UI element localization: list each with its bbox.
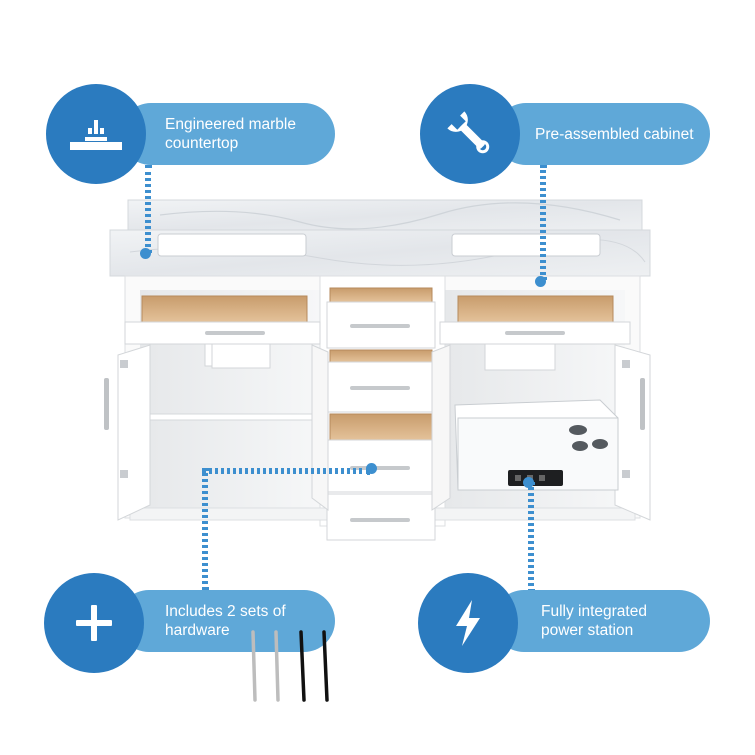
lightning-bolt-icon [456,600,480,646]
hardware-handles [251,630,329,702]
power-station [211,343,619,491]
connector-dot-cabinet [535,276,546,287]
connector-hardware-vertical [202,468,208,590]
countertop-icon [70,120,122,150]
feature-pill-hardware: Includes 2 sets of hardware [118,590,335,652]
cabinet-doors [104,344,651,521]
hardware-handle-brushed-nickel [274,630,280,702]
feature-label-hardware: Includes 2 sets of hardware [165,603,286,639]
center-drawers [326,287,436,541]
plus-icon [76,605,112,641]
wrench-icon [447,111,490,154]
feature-badge-hardware [44,573,144,673]
connector-dot-hardware [366,463,377,474]
right-open-drawer [439,295,631,371]
feature-badge-cabinet [420,84,520,184]
connector-power [528,482,534,592]
feature-pill-power: Fully integrated power station [493,590,710,652]
feature-pill-cabinet: Pre-assembled cabinet [495,103,710,165]
feature-badge-power [418,573,518,673]
feature-label-cabinet: Pre-assembled cabinet [535,125,694,143]
feature-badge-countertop [46,84,146,184]
hardware-handle-matte-black [322,630,329,702]
feature-label-power: Fully integrated power station [541,603,647,639]
hardware-handle-matte-black [299,630,306,702]
connector-hardware-horizontal [202,468,370,474]
connector-cabinet [540,165,546,280]
feature-label-countertop: Engineered marble countertop [165,116,296,152]
connector-dot-power [523,477,534,488]
connector-countertop [145,165,151,253]
connector-dot-countertop [140,248,151,259]
countertop [109,199,651,277]
feature-pill-countertop: Engineered marble countertop [120,103,335,165]
hardware-handle-brushed-nickel [251,630,257,702]
